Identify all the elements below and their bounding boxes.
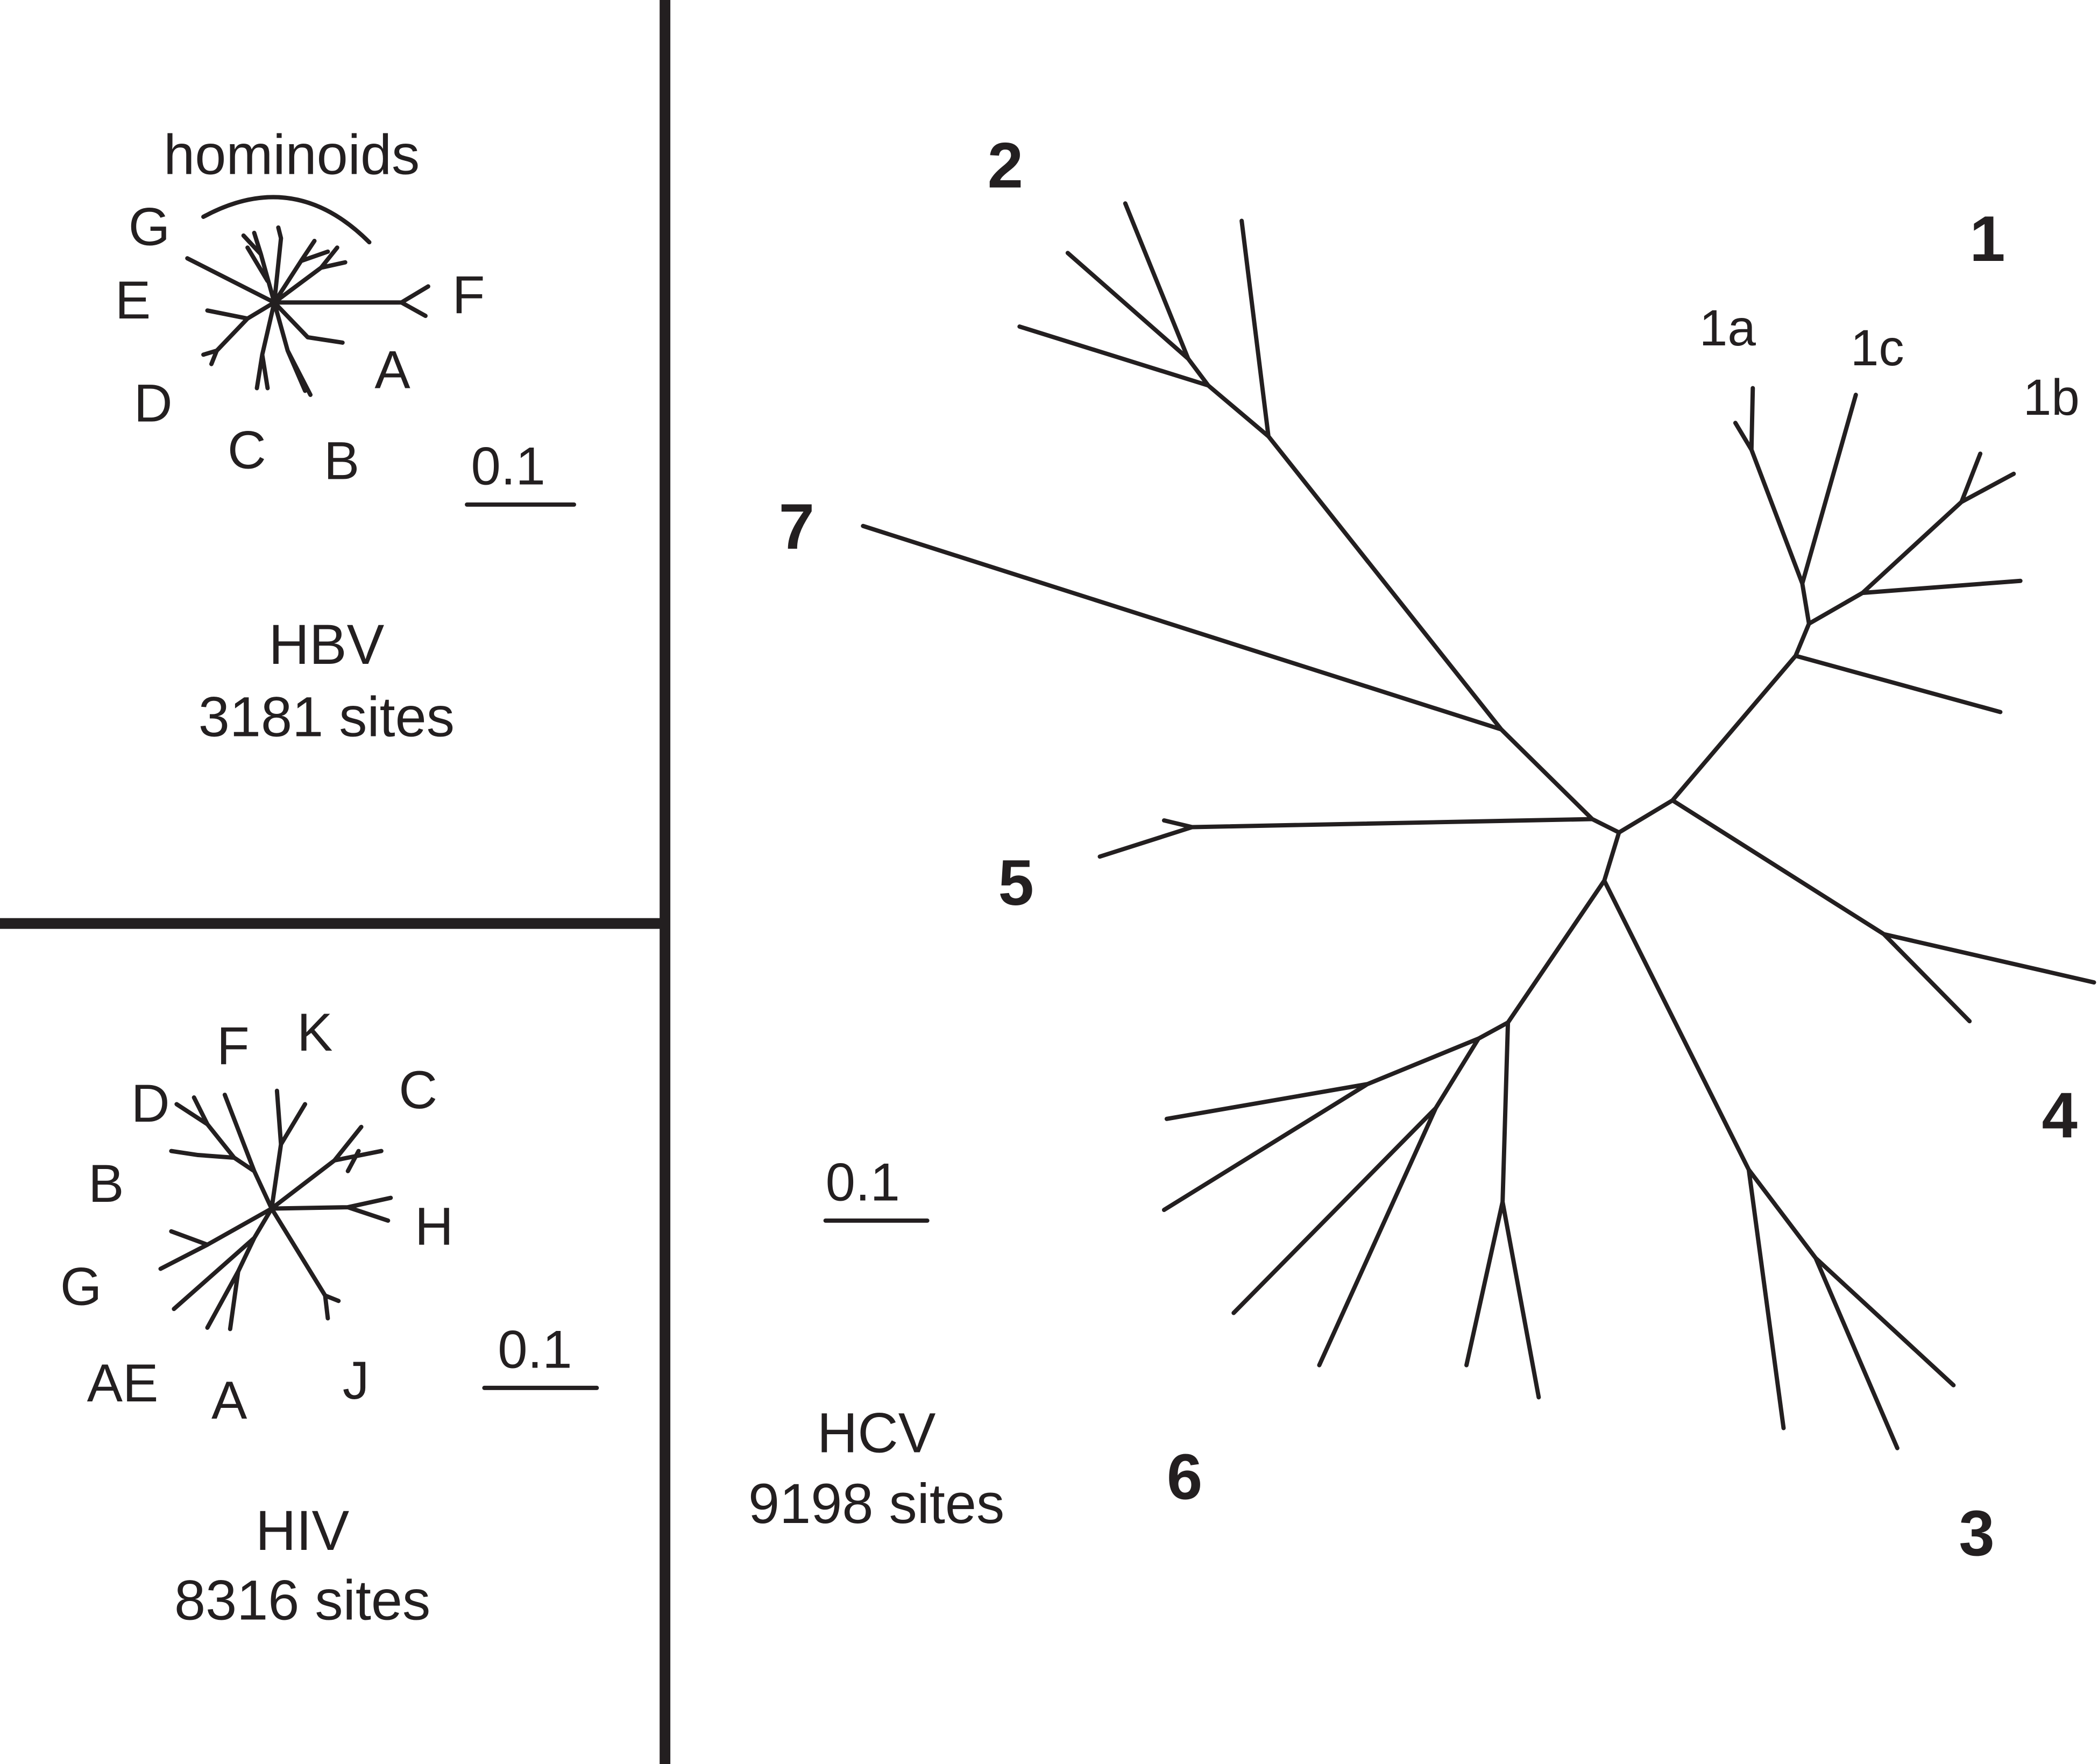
hcv-tree bbox=[861, 201, 2096, 1450]
hcv-panel: 2 1 7 5 4 6 3 1a 1c 1b 0.1 HCV 9198 site… bbox=[748, 130, 2096, 1569]
hominoids-label: hominoids bbox=[164, 123, 420, 186]
hbv-genotype-a: A bbox=[374, 340, 410, 400]
hominoids-arc bbox=[201, 195, 372, 245]
hcv-subtype-1b: 1b bbox=[2023, 369, 2080, 426]
hbv-genotype-f: F bbox=[452, 265, 485, 325]
hcv-scale-label: 0.1 bbox=[826, 1153, 900, 1213]
hcv-genotype-4: 4 bbox=[2042, 1080, 2078, 1152]
hcv-subtype-1a: 1a bbox=[1699, 300, 1756, 357]
hiv-subtype-a: A bbox=[211, 1371, 247, 1430]
hiv-subtype-k: K bbox=[297, 1003, 332, 1062]
hiv-tree bbox=[158, 1088, 393, 1331]
hiv-subtype-b: B bbox=[88, 1154, 124, 1214]
hcv-genotype-1: 1 bbox=[1969, 203, 2005, 275]
hiv-panel: F K D C B H G AE A J 0.1 HIV 8316 sites bbox=[60, 1003, 599, 1632]
hcv-genotype-6: 6 bbox=[1167, 1441, 1202, 1513]
hbv-genotype-d: D bbox=[134, 374, 173, 434]
hcv-sites: 9198 sites bbox=[748, 1472, 1004, 1535]
hiv-subtype-f: F bbox=[217, 1016, 250, 1076]
hbv-title: HBV bbox=[268, 613, 384, 676]
hcv-genotype-5: 5 bbox=[998, 847, 1033, 919]
hcv-genotype-3: 3 bbox=[1959, 1498, 1994, 1569]
hcv-subtype-1c: 1c bbox=[1851, 320, 1904, 377]
hbv-genotype-e: E bbox=[115, 271, 151, 330]
hbv-genotype-b: B bbox=[324, 431, 359, 491]
hcv-title: HCV bbox=[817, 1401, 936, 1464]
hcv-genotype-7: 7 bbox=[779, 491, 814, 563]
hbv-genotype-c: C bbox=[228, 421, 266, 480]
hiv-scale-label: 0.1 bbox=[498, 1320, 572, 1380]
hiv-subtype-c: C bbox=[399, 1060, 437, 1120]
hiv-title: HIV bbox=[256, 1499, 349, 1562]
hiv-subtype-h: H bbox=[415, 1197, 453, 1257]
hbv-tree bbox=[185, 225, 430, 397]
hbv-panel: hominoids G E F D A C B 0.1 HBV 3181 sit… bbox=[115, 123, 577, 748]
hiv-subtype-ae: AE bbox=[87, 1354, 159, 1413]
hbv-sites: 3181 sites bbox=[199, 685, 455, 748]
hiv-subtype-j: J bbox=[343, 1351, 370, 1411]
hcv-genotype-2: 2 bbox=[988, 130, 1023, 201]
hiv-subtype-d: D bbox=[131, 1074, 170, 1134]
hbv-scale-label: 0.1 bbox=[471, 437, 545, 497]
hbv-genotype-g: G bbox=[129, 197, 170, 257]
hiv-subtype-g: G bbox=[60, 1257, 102, 1317]
hiv-sites: 8316 sites bbox=[174, 1569, 430, 1632]
